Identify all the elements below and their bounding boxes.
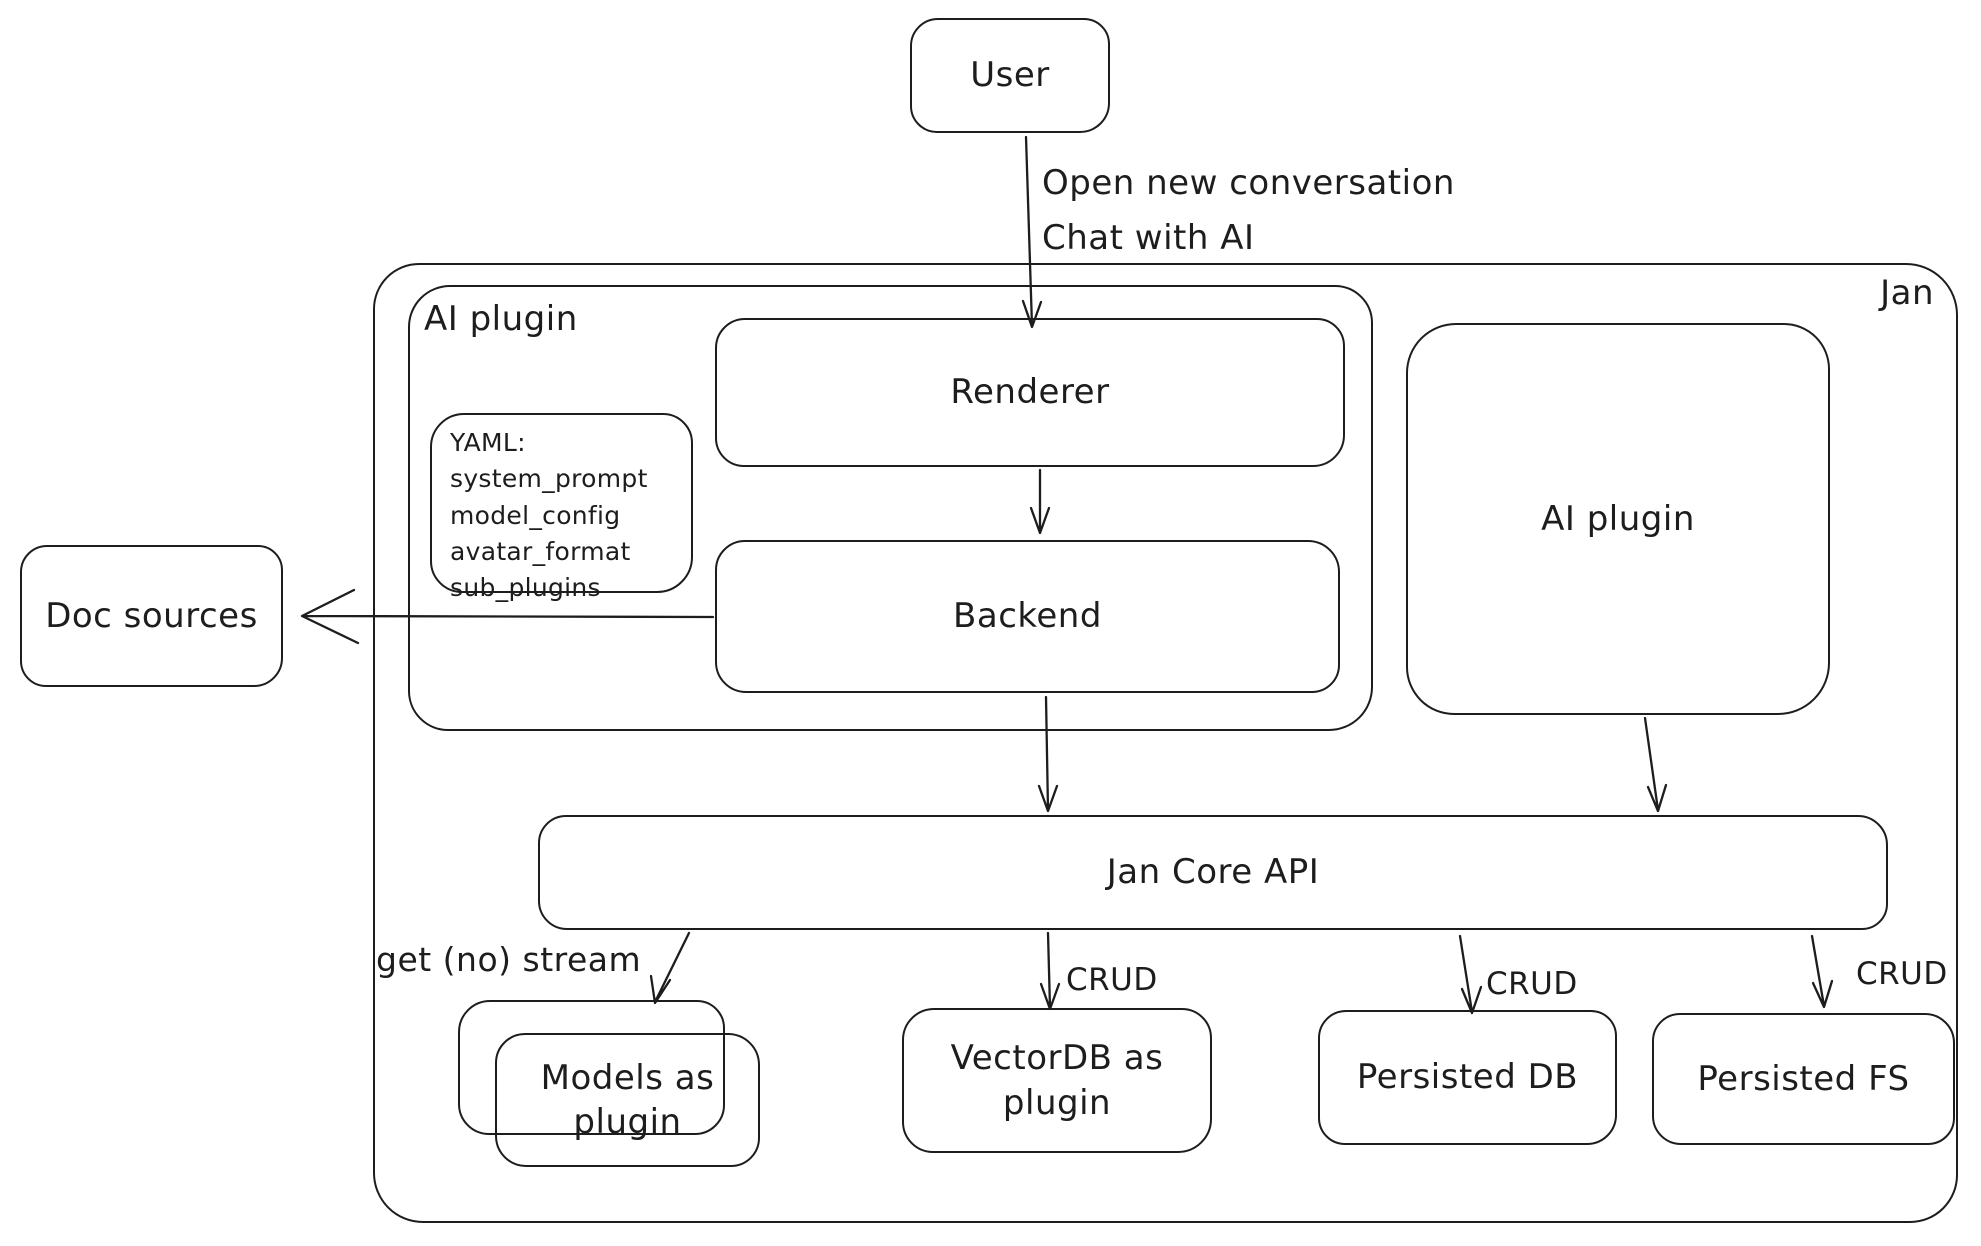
jan-core-api-node-label: Jan Core API	[1106, 852, 1320, 893]
edge-label-crud-persisted-db: CRUD	[1486, 966, 1578, 1002]
vectordb-node: VectorDB as plugin	[902, 1008, 1212, 1153]
backend-node-label: Backend	[953, 596, 1102, 637]
jan-label: Jan	[1880, 273, 1934, 313]
user-node: User	[910, 18, 1110, 133]
models-as-plugin-node: Models as plugin	[495, 1033, 760, 1167]
edge-label-get-no-stream: get (no) stream	[376, 940, 642, 979]
vectordb-node-label: VectorDB as plugin	[950, 1038, 1164, 1123]
models-as-plugin-node-label: Models as plugin	[540, 1057, 715, 1142]
edge-label-crud-vectordb: CRUD	[1066, 962, 1158, 998]
models-as-plugin-back-box	[458, 1000, 725, 1135]
backend-node: Backend	[715, 540, 1340, 693]
edge-label-open-new-conversation: Open new conversation Chat with AI	[1042, 163, 1455, 259]
jan-container-box: Jan	[373, 263, 1958, 1223]
doc-sources-node-label: Doc sources	[45, 595, 258, 636]
renderer-node-label: Renderer	[950, 372, 1110, 413]
renderer-node: Renderer	[715, 318, 1345, 467]
persisted-db-node-label: Persisted DB	[1356, 1057, 1579, 1098]
persisted-fs-node-label: Persisted FS	[1697, 1058, 1910, 1099]
ai-plugin-left-container-box: AI plugin	[408, 285, 1373, 731]
ai-plugin-right-node-label: AI plugin	[1541, 498, 1695, 539]
persisted-fs-node: Persisted FS	[1652, 1013, 1955, 1145]
edge-label-crud-persisted-fs: CRUD	[1856, 956, 1948, 992]
user-node-label: User	[970, 55, 1050, 96]
yaml-note: YAML: system_prompt model_config avatar_…	[430, 413, 693, 602]
yaml-note-label: YAML: system_prompt model_config avatar_…	[450, 428, 648, 602]
doc-sources-node: Doc sources	[20, 545, 283, 687]
ai-plugin-right-node: AI plugin	[1406, 323, 1830, 715]
jan-core-api-node: Jan Core API	[538, 815, 1888, 930]
persisted-db-node: Persisted DB	[1318, 1010, 1617, 1145]
ai-plugin-left-label: AI plugin	[424, 299, 578, 339]
